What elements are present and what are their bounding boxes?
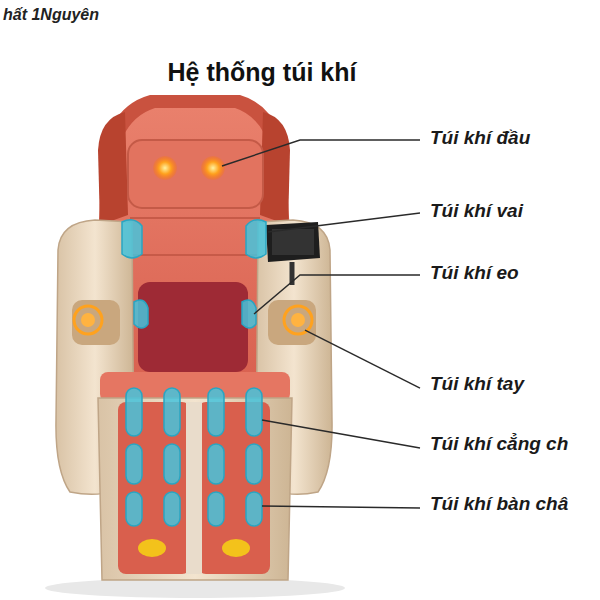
chair-part <box>128 140 263 208</box>
chair-part <box>272 229 314 255</box>
chair-part <box>268 300 316 345</box>
callout-label: Túi khí vai <box>430 200 523 222</box>
chair-part <box>138 282 248 372</box>
chair-part <box>208 388 224 436</box>
diagram-title: Hệ thống túi khí <box>168 58 357 87</box>
chair-part <box>186 402 202 574</box>
chair-part <box>122 220 266 526</box>
chair-part <box>246 492 262 526</box>
chair-part <box>254 275 420 314</box>
chair-part <box>138 539 166 557</box>
chair-part <box>126 388 142 436</box>
watermark: hất 1Nguyên <box>3 6 99 24</box>
chair-part <box>262 420 420 448</box>
chair-part <box>262 506 420 508</box>
chair-part <box>126 492 142 526</box>
chair-part <box>246 220 266 258</box>
chair-part <box>81 313 95 327</box>
callout-label: Túi khí eo <box>430 262 519 284</box>
chair-part <box>260 112 290 225</box>
chair-part <box>268 213 420 232</box>
chair-part <box>305 330 420 388</box>
chair-part <box>74 306 102 334</box>
chair-part <box>45 578 345 598</box>
callout-label: Túi khí bàn châ <box>430 493 568 515</box>
chair-part <box>222 140 420 166</box>
callout-label: Túi khí đầu <box>430 127 530 149</box>
chair-part <box>222 140 420 508</box>
callout-label: Túi khí cẳng ch <box>430 433 568 455</box>
chair-part <box>164 388 180 436</box>
chair-part <box>164 492 180 526</box>
chair-part <box>153 156 177 180</box>
chair-part <box>222 539 250 557</box>
chair-part <box>246 388 262 436</box>
chair-part <box>284 306 312 334</box>
chair-part <box>291 313 305 327</box>
chair-part <box>208 492 224 526</box>
chair-part <box>208 444 224 484</box>
chair-part <box>98 112 128 225</box>
callout-label: Túi khí tay <box>430 373 524 395</box>
chair-part <box>246 444 262 484</box>
chair-part <box>164 444 180 484</box>
chair-part <box>72 300 120 345</box>
chair-part <box>130 218 260 255</box>
chair-part <box>126 444 142 484</box>
chair-part <box>242 300 256 328</box>
chair-part <box>201 156 225 180</box>
chair-part <box>134 300 148 328</box>
chair-part <box>122 220 142 258</box>
chair-part <box>266 222 320 262</box>
